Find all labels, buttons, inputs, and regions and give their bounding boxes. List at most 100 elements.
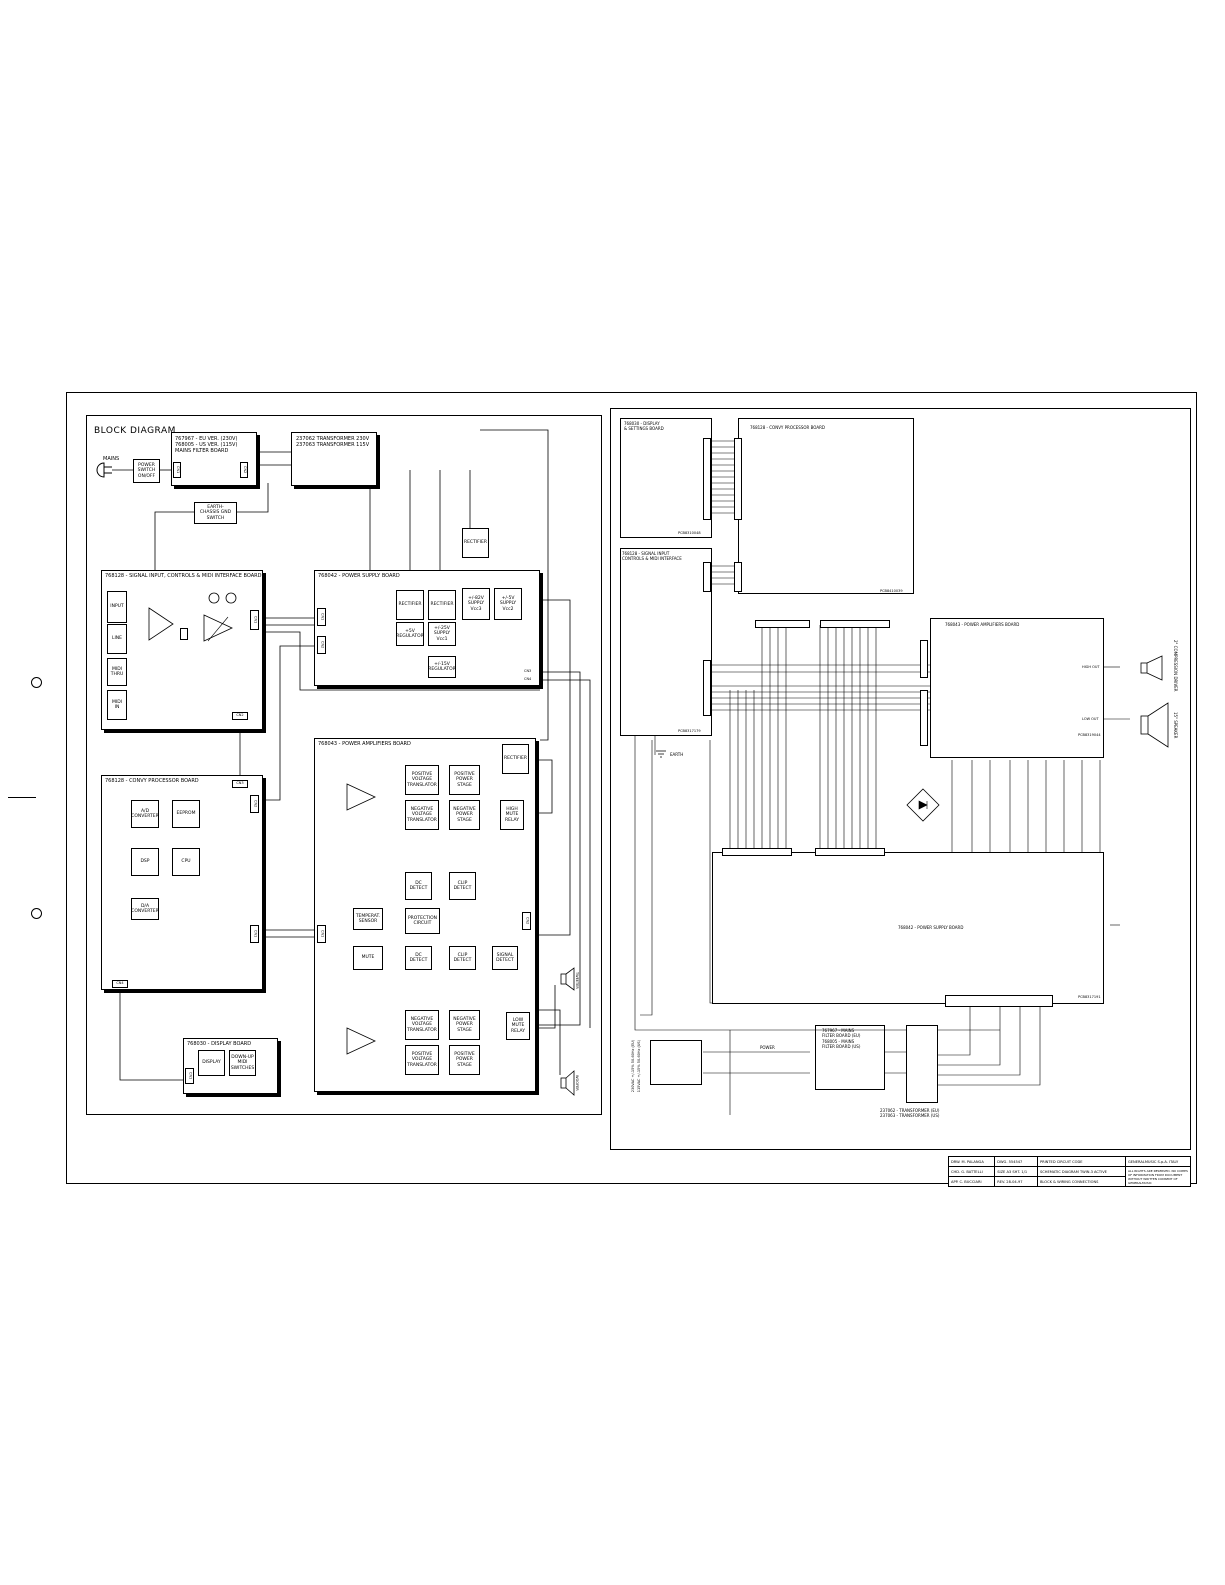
psu-connector-cn2 [722,848,792,856]
wiring-display-line1: 768030 - DISPLAY [624,421,660,426]
psu-connector-cn1 [815,848,885,856]
signal-connector-cn1 [703,660,711,716]
attenuator-block [180,628,188,640]
regulator-5v-block: +5V REGULATOR [396,622,424,646]
amp-cn1: CN1 [317,925,326,943]
title-block: DRW. M. PALANGA DWG. 554547 PRINTED CIRC… [947,1156,1191,1187]
wiring-psu-title: 768042 - POWER SUPPLY BOARD [898,925,964,930]
amp-cn2: CN2 [522,912,531,930]
wiring-amp-board [930,618,1104,758]
high-mute-relay-block: HIGH MUTE RELAY [500,800,524,830]
preamp-triangle-icon [148,607,174,641]
wiring-convy-pcb: PCB8410039 [880,589,903,593]
drawn-by: DRW. M. PALANGA [947,1156,996,1167]
wiring-psu-board [712,852,1104,1004]
wiring-signal-board [620,548,712,736]
earth-ground-icon [656,750,666,758]
psu-board-title: 768042 - POWER SUPPLY BOARD [318,573,400,579]
display-cn1: CN1 [185,1068,194,1084]
psu-rectifier-1: RECTIFIER [396,590,424,620]
transformer-block [291,432,377,486]
dsp-block: DSP [131,848,159,876]
wiring-signal-line2: CONTROLS & MIDI INTERFACE [622,556,682,561]
tweeter-label: TWEETER [575,972,579,989]
convy-cn1: CN1 [250,925,259,943]
wiring-transformer [906,1025,938,1103]
vca-triangle-icon [203,614,233,642]
signal-board-cn2: CN2 [232,712,248,720]
line-block: LINE [107,624,127,654]
wiring-display-pcb: PCB8310048 [678,531,701,535]
signal-connector-cn2 [703,562,711,592]
low-out-label: LOW OUT [1082,717,1099,721]
ad-converter-block: A/D CONVERTER [131,800,159,828]
dc-detect-block: DC DETECT [405,872,432,900]
sheet-size: SIZE A3 SHT. 1/1 [994,1166,1038,1177]
supply-5v-block: +/-5V SUPPLY Vcc2 [494,588,522,620]
wiring-filter-line4: FILTER BOARD (US) [822,1044,861,1049]
binder-hole-top [31,677,42,688]
diode-bridge-icon [906,788,940,822]
block-diagram-title: BLOCK DIAGRAM [94,426,176,436]
fold-mark [8,797,36,798]
signal-detect-block: SIGNAL DETECT [492,946,518,970]
rights-notice: ALL RIGHTS ARE RESERVED. NO COPIES OF IN… [1125,1166,1191,1187]
mains-socket [650,1040,702,1085]
amp-connector-cn1 [920,640,928,678]
clip-detect-2-block: CLIP DETECT [449,946,476,970]
display-board-title: 768030 - DISPLAY BOARD [187,1041,252,1047]
mains-input-line2: 115VAC +/-15% 50-60Hz (US) [637,1040,641,1093]
mains-filter-line2: 768005 - US VER. (115V) [175,442,238,448]
psu-rectifier-2: RECTIFIER [428,590,456,620]
amp-low-triangle-icon [346,1027,376,1055]
midi-in-block: MIDI IN [107,690,127,720]
pcb-code-label: PRINTED CIRCUIT CODE [1036,1156,1127,1167]
neg-voltage-translator-2-block: NEGATIVE VOLTAGE TRANSLATOR [405,1010,439,1040]
eeprom-block: EEPROM [172,800,200,828]
input-block: INPUT [107,591,127,623]
psu-cn3: CN3 [524,669,532,673]
wiring-filter-line2: FILTER BOARD (EU) [822,1033,861,1038]
checked-by: CHD. G. BATTELLI [947,1166,996,1177]
clip-detect-block: CLIP DETECT [449,872,476,900]
neg-voltage-translator-block: NEGATIVE VOLTAGE TRANSLATOR [405,800,439,830]
neg-power-stage-2-block: NEGATIVE POWER STAGE [449,1010,480,1040]
wiring-transformer-line2: 237063 - TRANSFORMER (US) [880,1113,940,1118]
pos-voltage-translator-2-block: POSITIVE VOLTAGE TRANSLATOR [405,1045,439,1075]
woofer-speaker-icon [1140,702,1169,748]
mains-filter-line1: 767967 - EU VER. (230V) [175,436,238,442]
approved-by: APP. C. BUCCIARI [947,1176,996,1187]
binder-hole-bottom [31,908,42,919]
mains-filter-line3: MAINS FILTER BOARD [175,448,229,454]
wiring-filter-line3: 768005 - MAINS [822,1039,855,1044]
wiring-amp-title: 768043 - POWER AMPLIFIERS BOARD [945,622,1020,627]
compression-driver-icon [1140,655,1163,681]
wiring-psu-pcb: PCB8317191 [1078,995,1101,999]
compression-driver-label: 2" COMPRESSION DRIVER [1173,640,1178,692]
mains-label: MAINS [103,456,120,462]
amp-rectifier-block: RECTIFIER [502,744,529,774]
transformer-line2: 237063 TRANSFORMER 115V [296,442,370,448]
wiring-transformer-line1: 237062 - TRANSFORMER (EU) [880,1108,940,1113]
wiring-display-board [620,418,712,538]
wiring-display-line2: & SETTINGS BOARD [624,426,664,431]
convy-cn2: CN2 [250,795,259,813]
pos-power-stage-block: POSITIVE POWER STAGE [449,765,480,795]
convy-connector-cn2 [734,562,742,592]
led-indicator-icons [208,592,237,604]
transformer-line1: 237062 TRANSFORMER 230V [296,436,370,442]
terminal-block [945,995,1053,1007]
psu-cn2: CN2 [317,636,326,654]
da-converter-block: D/A CONVERTER [131,898,159,920]
convy-connector-cn4 [820,620,890,628]
power-switch-block: POWER SWITCH ON/OFF [133,459,160,483]
cpu-block: CPU [172,848,200,876]
mains-filter-cn2: CN2 [240,462,248,478]
woofer-label: WOOFER [575,1075,579,1091]
revision: REV. 28-04-97 [994,1176,1038,1187]
dc-detect-2-block: DC DETECT [405,946,432,970]
display-block: DISPLAY [198,1050,225,1076]
psu-cn4: CN4 [524,677,532,681]
wiring-filter-line1: 767967 - MAINS [822,1028,855,1033]
